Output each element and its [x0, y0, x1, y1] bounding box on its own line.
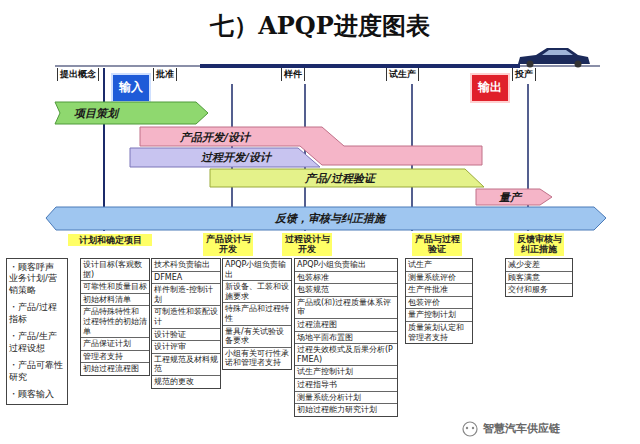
list-item: 试生产: [406, 259, 472, 272]
band-label: 量产: [499, 190, 521, 205]
list-item: 测量系统评价: [406, 272, 472, 285]
band-label: 产品/过程验证: [305, 171, 375, 186]
list-item: ・产品/生产过程设想: [7, 328, 67, 357]
list-item: 规范的更改: [152, 376, 220, 388]
list-item: 场地平面布置图: [295, 332, 397, 345]
list-item: 生产件批准: [406, 284, 472, 297]
list-item: 交付和服务: [506, 284, 572, 296]
phase-header: 计划和确定项目: [68, 234, 152, 246]
list-item: 试生产控制计划: [295, 366, 397, 379]
list-item: 初始过程流程图: [81, 363, 149, 375]
list-item: 设计验证: [152, 329, 220, 342]
list-item: 小组有关可行性承诺和管理者支持: [223, 348, 291, 369]
output-list: ・顾客呼声 业务计划/营销策略・产品/过程指标・产品/生产过程设想・产品可靠性研…: [6, 258, 68, 405]
list-item: 设计评审: [152, 341, 220, 354]
list-item: ・产品/过程指标: [7, 299, 67, 328]
milestone-label: 样件: [281, 68, 305, 81]
list-item: 技术科负责输出: [152, 259, 220, 272]
band-outline: [476, 189, 552, 205]
header-label: 产品设计与开发: [204, 234, 252, 255]
watermark-icon: [463, 422, 477, 436]
list-item: DFMEA: [152, 272, 220, 285]
list-item: 工程规范及材料规范: [152, 354, 220, 376]
output-list: APQP小组负责输出新设备、工装和设施要求特殊产品和过程特性量具/有关试验设备要…: [222, 258, 292, 370]
phase-band: 反馈，审核与纠正措施: [46, 207, 606, 230]
milestone-label: 提出概念: [57, 68, 99, 81]
output-list: 减少变差顾客满意交付和服务: [505, 258, 573, 297]
list-item: 产品保证计划: [81, 338, 149, 351]
list-item: 过程指导书: [295, 379, 397, 392]
milestone-label: 投产: [512, 68, 536, 81]
io-label: 输入: [119, 81, 143, 95]
list-item: 产品特殊特性和 过程特性的初始清单: [81, 306, 149, 338]
band-outline: [130, 148, 320, 167]
header-label: 过程设计与开发: [283, 234, 331, 255]
list-item: 包装规范: [295, 284, 397, 297]
phase-header: 产品设计与开发: [203, 233, 253, 256]
phase-band: 过程开发/设计: [130, 148, 320, 167]
band-outline: [210, 169, 484, 187]
list-item: ・顾客输入: [7, 386, 67, 403]
list-item: 质量策划认定和管理者支持: [406, 322, 472, 343]
io-box: 输出: [470, 73, 510, 103]
phase-header: 反馈审核与纠正措施: [514, 233, 564, 256]
output-list: APQP小组负责输出包装标准包装规范产品或(和)过程质量体系评审过程流程图场地平…: [294, 258, 398, 417]
milestone-label: 批准: [153, 68, 177, 81]
title: 七）APQP进度图表: [0, 10, 640, 42]
header-label: 反馈审核与纠正措施: [515, 234, 563, 255]
list-item: 过程流程图: [295, 319, 397, 332]
timeline-bar: [55, 65, 600, 67]
list-item: 产品或(和)过程质量体系评审: [295, 297, 397, 319]
band-outline: [55, 102, 208, 124]
list-item: APQP小组负责输出: [223, 259, 291, 281]
band-outline: [46, 207, 606, 230]
phase-header: 产品与过程验证: [412, 233, 462, 256]
list-item: 特殊产品和过程特性: [223, 303, 291, 325]
list-item: 测量系统分析计划: [295, 392, 397, 405]
band-label: 反馈，审核与纠正措施: [275, 211, 385, 226]
io-label: 输出: [478, 81, 502, 95]
list-item: 可制造性和装配设计: [152, 306, 220, 328]
list-item: APQP小组负责输出: [295, 259, 397, 272]
phase-band: 项目策划: [55, 102, 208, 124]
phase-header: 过程设计与开发: [282, 233, 332, 256]
list-item: 初始过程能力研究计划: [295, 404, 397, 416]
band-label: 过程开发/设计: [201, 150, 271, 165]
list-item: 量产控制计划: [406, 309, 472, 322]
watermark: 智慧汽车供应链: [481, 421, 562, 436]
header-label: 产品与过程验证: [413, 234, 461, 255]
list-item: ・产品可靠性研究: [7, 357, 67, 386]
list-item: 减少变差: [506, 259, 572, 272]
list-item: 样件制造-控制计划: [152, 284, 220, 306]
list-item: 包装标准: [295, 272, 397, 285]
output-list: 设计目标(客观数据)可靠性和质量目标初始材料清单产品特殊特性和 过程特性的初始清…: [80, 258, 150, 376]
band-label: 项目策划: [74, 106, 118, 121]
header-label: 计划和确定项目: [79, 235, 142, 245]
car-icon: [518, 48, 590, 68]
phase-band: 量产: [476, 189, 552, 205]
timeline-bar: [200, 64, 520, 68]
phase-band: 产品/过程验证: [210, 169, 484, 187]
milestone-label: 试生产: [386, 68, 419, 81]
list-item: 顾客满意: [506, 272, 572, 285]
list-item: 包装评价: [406, 297, 472, 310]
list-item: 设计目标(客观数据): [81, 259, 149, 281]
list-item: 新设备、工装和设施要求: [223, 281, 291, 303]
list-item: ・顾客呼声 业务计划/营销策略: [7, 259, 67, 299]
list-item: 初始材料清单: [81, 294, 149, 307]
band-label: 产品开发/设计: [180, 130, 250, 145]
list-item: 过程失效模式及后果分析(PFMEA): [295, 344, 397, 366]
list-item: 管理者支持: [81, 351, 149, 364]
list-item: 可靠性和质量目标: [81, 281, 149, 294]
list-item: 量具/有关试验设备要求: [223, 326, 291, 348]
output-list: 试生产测量系统评价生产件批准包装评价量产控制计划质量策划认定和管理者支持: [405, 258, 473, 344]
io-box: 输入: [111, 73, 151, 103]
output-list: 技术科负责输出DFMEA样件制造-控制计划可制造性和装配设计设计验证设计评审工程…: [151, 258, 221, 389]
